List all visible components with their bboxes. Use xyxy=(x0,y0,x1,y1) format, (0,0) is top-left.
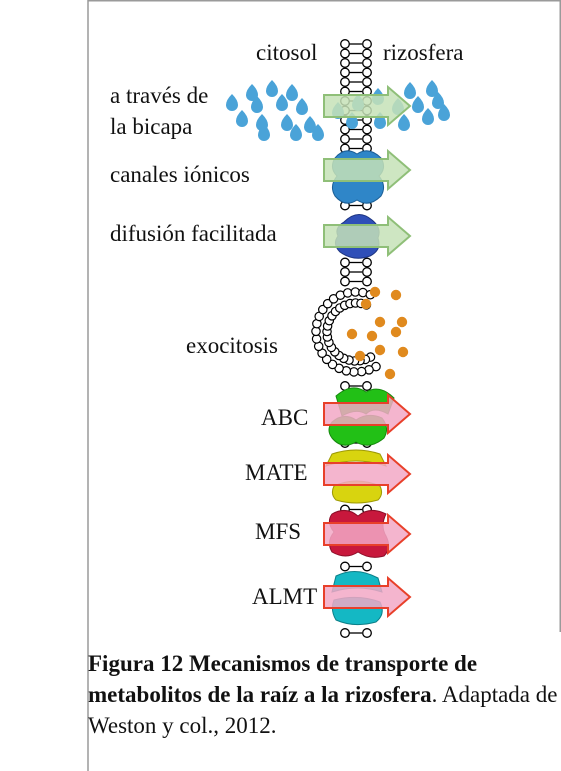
almt-label: ALMT xyxy=(252,583,317,611)
lipid-head xyxy=(341,562,350,571)
abc-label: ABC xyxy=(261,404,308,432)
cargo-dot xyxy=(355,351,365,361)
droplet xyxy=(398,114,410,131)
cargo-dot xyxy=(391,290,401,300)
ion-channels-label: canales iónicos xyxy=(110,161,250,189)
mate-label: MATE xyxy=(245,459,308,487)
droplet xyxy=(422,108,434,125)
lipid-head xyxy=(363,382,372,391)
facilitated-diffusion-label: difusión facilitada xyxy=(110,220,277,248)
lipid-head xyxy=(363,40,372,49)
caption-title: Figura 12 Mecanismos de transporte de me… xyxy=(88,651,477,707)
lipid-head xyxy=(341,68,350,77)
cytosol-label: citosol xyxy=(256,39,317,67)
droplet xyxy=(226,94,238,111)
lipid-head xyxy=(341,135,350,144)
cargo-dot xyxy=(385,369,395,379)
lipid-head xyxy=(363,629,372,638)
droplet xyxy=(236,110,248,127)
lipid-head xyxy=(363,562,372,571)
lipid-head xyxy=(363,125,372,134)
lipid-head xyxy=(363,135,372,144)
cargo-dot xyxy=(370,287,380,297)
droplet xyxy=(426,80,438,97)
lipid-head xyxy=(363,268,372,277)
droplet xyxy=(296,98,308,115)
cargo-dot xyxy=(375,317,385,327)
droplet xyxy=(286,84,298,101)
cargo-dot xyxy=(347,329,357,339)
cargo-dot xyxy=(361,299,371,309)
lipid-head xyxy=(363,59,372,68)
lipid-head xyxy=(341,78,350,87)
cargo-dot xyxy=(367,331,377,341)
bilayer-label-line1: a través de xyxy=(110,82,208,110)
lipid-head xyxy=(363,49,372,58)
rhizosphere-label: rizosfera xyxy=(383,39,463,67)
exocytosis-label: exocitosis xyxy=(186,332,278,360)
cargo-dot xyxy=(375,345,385,355)
figure-caption: Figura 12 Mecanismos de transporte de me… xyxy=(88,648,558,741)
lipid-head xyxy=(341,59,350,68)
cargo-dot xyxy=(398,347,408,357)
lipid-head xyxy=(363,258,372,267)
lipid-head xyxy=(341,268,350,277)
mfs-label: MFS xyxy=(255,518,301,546)
bilayer-label-line2: la bicapa xyxy=(110,113,192,141)
droplet xyxy=(404,82,416,99)
lipid-head xyxy=(363,78,372,87)
lipid-head xyxy=(341,258,350,267)
lipid-head xyxy=(363,68,372,77)
lipid-head xyxy=(341,277,350,286)
cargo-dot xyxy=(391,327,401,337)
lipid-head xyxy=(363,277,372,286)
droplet xyxy=(281,114,293,131)
droplet xyxy=(412,96,424,113)
lipid-head xyxy=(341,40,350,49)
cargo-dot xyxy=(397,317,407,327)
droplet xyxy=(276,94,288,111)
lipid-head xyxy=(341,629,350,638)
lipid-head xyxy=(341,49,350,58)
droplet xyxy=(266,80,278,97)
